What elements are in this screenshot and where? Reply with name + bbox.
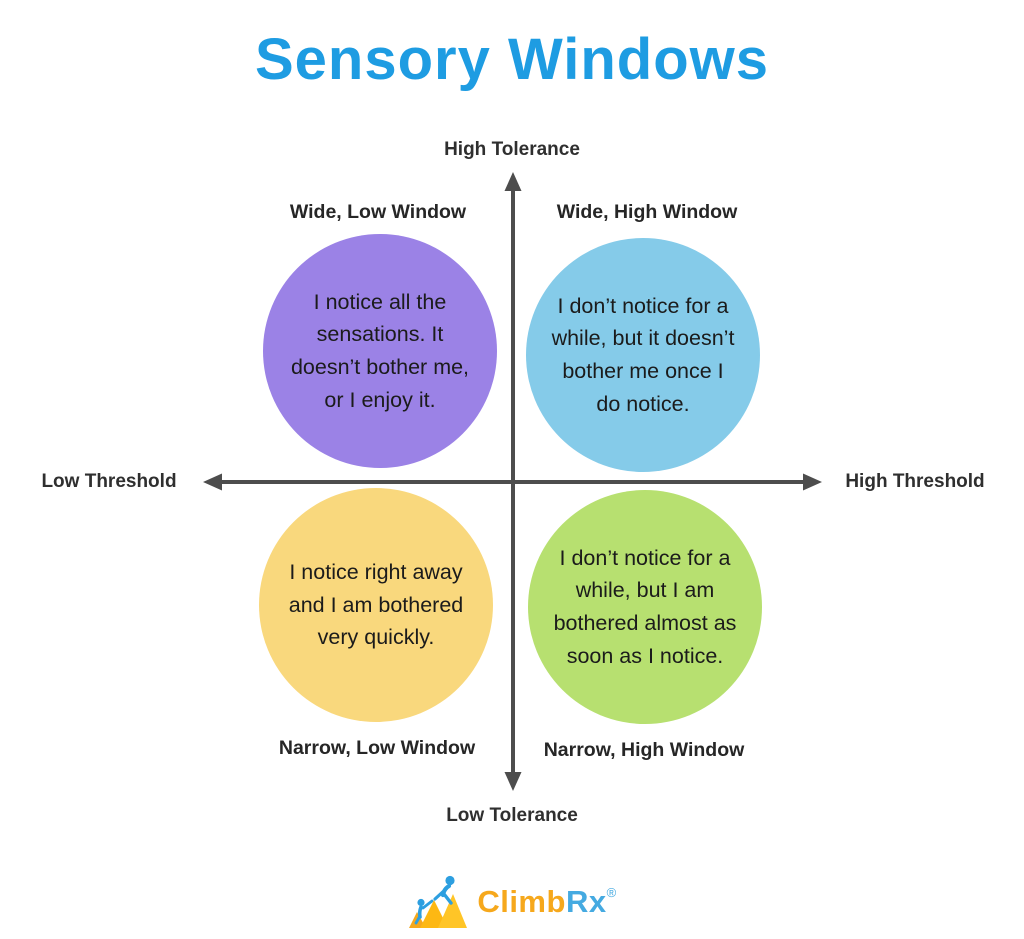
climbrx-mountain-icon <box>409 875 468 928</box>
page-title: Sensory Windows <box>254 27 769 92</box>
arrow-up-icon <box>504 172 522 191</box>
quadrant-circle-text: I don’t notice for a while, but it doesn… <box>551 293 735 416</box>
quadrant-circle-narrow-high-window: I don’t notice for a while, but I am bot… <box>528 490 762 724</box>
axis-label-low-threshold: Low Threshold <box>41 471 177 492</box>
quadrant-label-narrow-low-window: Narrow, Low Window <box>278 737 476 759</box>
brand-name-secondary: Rx <box>565 884 607 919</box>
horizontal-axis <box>203 473 822 491</box>
quadrant-circle-wide-high-window: I don’t notice for a while, but it doesn… <box>526 238 760 472</box>
arrow-left-icon <box>203 473 222 491</box>
quadrant-label-wide-high-window: Wide, High Window <box>556 201 738 223</box>
arrow-right-icon <box>803 473 822 491</box>
vertical-axis <box>504 172 522 791</box>
axis-label-high-tolerance: High Tolerance <box>444 139 580 160</box>
axis-label-low-tolerance: Low Tolerance <box>446 805 578 826</box>
quadrant-circle-text: I notice right away and I am bothered ve… <box>288 559 464 650</box>
quadrant-circle-text: I don’t notice for a while, but I am bot… <box>553 545 737 668</box>
quadrant-label-narrow-high-window: Narrow, High Window <box>543 739 745 761</box>
quadrant-circle-text: I notice all the sensations. It doesn’t … <box>290 289 470 412</box>
arrow-down-icon <box>504 772 522 791</box>
brand-name-primary: Climb <box>477 884 566 919</box>
quadrant-circle-narrow-low-window: I notice right away and I am bothered ve… <box>259 488 493 722</box>
registered-trademark-symbol: ® <box>606 885 617 900</box>
quadrant-label-wide-low-window: Wide, Low Window <box>289 201 467 223</box>
quadrant-circle-wide-low-window: I notice all the sensations. It doesn’t … <box>263 234 497 468</box>
axis-label-high-threshold: High Threshold <box>845 471 985 492</box>
